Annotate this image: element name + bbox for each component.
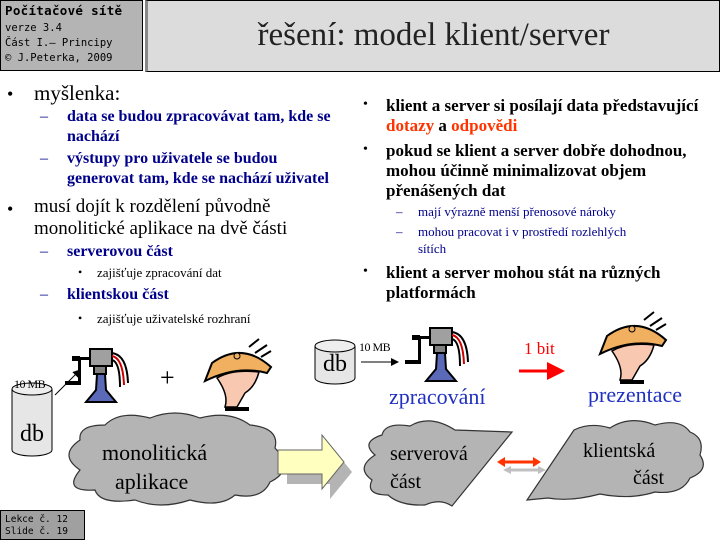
- and-word: a: [438, 116, 447, 135]
- database-icon-right: [314, 339, 356, 385]
- db-label-left: db: [20, 421, 44, 447]
- slide-number: Slide č. 19: [5, 526, 68, 537]
- bullet-dot: •: [78, 265, 83, 279]
- dash-marker: –: [396, 204, 403, 219]
- sub-bullet-wan-cont: sítích: [418, 241, 447, 256]
- serving-cloche-icon-right: [598, 311, 668, 384]
- sub-bullet-data: data se budou zpracovávat tam, kde se: [67, 108, 331, 125]
- bullet-idea: myšlenka:: [34, 81, 121, 105]
- exchange-arrows: [497, 457, 546, 474]
- db-label-right: db: [323, 351, 347, 377]
- bullet-dot: •: [7, 199, 14, 219]
- lesson-number: Lekce č. 12: [5, 514, 68, 525]
- sub-bullet-client-part: klientskou část: [67, 286, 169, 303]
- bullet-split-cont: monolitické aplikace na dvě části: [34, 218, 288, 239]
- server-label-line2: část: [390, 471, 422, 493]
- part-label: Část I.– Principy: [5, 37, 113, 49]
- client-label-line1: klientská: [583, 440, 656, 462]
- dash-marker: –: [396, 224, 403, 239]
- server-label-line1: serverová: [390, 443, 468, 465]
- dash-marker: –: [40, 108, 48, 125]
- presentation-label: prezentace: [588, 382, 683, 407]
- meat-grinder-icon-right: [405, 327, 469, 382]
- copyright-label: © J.Peterka, 2009: [5, 52, 113, 64]
- bullet-dot: •: [363, 97, 368, 112]
- bullet-dot: •: [363, 142, 368, 157]
- client-label-line2: část: [633, 467, 665, 489]
- bullet-platforms: klient a server mohou stát na různých: [386, 263, 661, 282]
- responses-term: odpovědi: [451, 116, 518, 135]
- processing-label: zpracování: [389, 384, 486, 409]
- bullet-agree: pokud se klient a server dobře dohodnou,: [386, 141, 687, 160]
- client-part-detail: zajišťuje uživatelské rozhraní: [97, 311, 251, 326]
- bullet-agree-cont2: přenášených dat: [386, 181, 506, 200]
- sub-bullet-data-cont: nachází: [67, 128, 120, 145]
- title-bar: řešení: model klient/server: [145, 0, 720, 72]
- bullet-agree-cont1: mohou účinně minimalizovat objem: [386, 161, 647, 180]
- server-part-cloud: [363, 420, 514, 507]
- meat-grinder-icon-left: [65, 348, 129, 403]
- sub-bullet-server-part: serverovou část: [67, 243, 173, 260]
- bullet-messages: klient a server si posílají data předsta…: [386, 96, 699, 115]
- bullet-messages-cont: dotazy a odpovědi: [386, 116, 517, 136]
- plus-sign: +: [160, 363, 175, 392]
- course-title: Počítačové sítě: [5, 3, 123, 18]
- transform-arrow: [277, 433, 352, 499]
- dash-marker: –: [40, 286, 48, 303]
- bullet-dot: •: [363, 264, 368, 279]
- bullet-split: musí dojít k rozdělení původně: [34, 196, 271, 217]
- queries-term: dotazy: [386, 116, 435, 135]
- serving-cloche-icon-left: [203, 338, 273, 411]
- server-part-detail: zajišťuje zpracování dat: [97, 265, 222, 280]
- bullet-platforms-cont: platformách: [386, 283, 476, 302]
- sub-bullet-output-cont: generovat tam, kde se nachází uživatel: [67, 170, 329, 187]
- database-icon-left: [11, 382, 53, 457]
- one-bit-label: 1 bit: [524, 339, 555, 358]
- bullet-dot: •: [78, 311, 83, 325]
- size-label-right: 10 MB: [359, 340, 391, 354]
- monolithic-cloud: [68, 412, 285, 506]
- version-label: verze 3.4: [5, 22, 62, 34]
- slide-title: řešení: model klient/server: [257, 17, 610, 53]
- bullet-dot: •: [7, 84, 14, 104]
- size-label-left: 10 MB: [14, 377, 46, 391]
- dash-marker: –: [40, 150, 48, 167]
- slide-footer: Lekce č. 12 Slide č. 19: [0, 510, 85, 540]
- sub-bullet-lower-load: mají výrazně menší přenosové nároky: [418, 204, 616, 219]
- dash-marker: –: [40, 243, 48, 260]
- monolithic-label-line1: monolitická: [102, 440, 208, 465]
- client-part-cloud: [525, 420, 704, 501]
- sub-bullet-wan: mohou pracovat i v prostředí rozlehlých: [418, 224, 627, 239]
- course-header: Počítačové sítě verze 3.4 Část I.– Princ…: [0, 0, 143, 71]
- sub-bullet-output: výstupy pro uživatele se budou: [67, 150, 278, 167]
- monolithic-label-line2: aplikace: [115, 469, 189, 494]
